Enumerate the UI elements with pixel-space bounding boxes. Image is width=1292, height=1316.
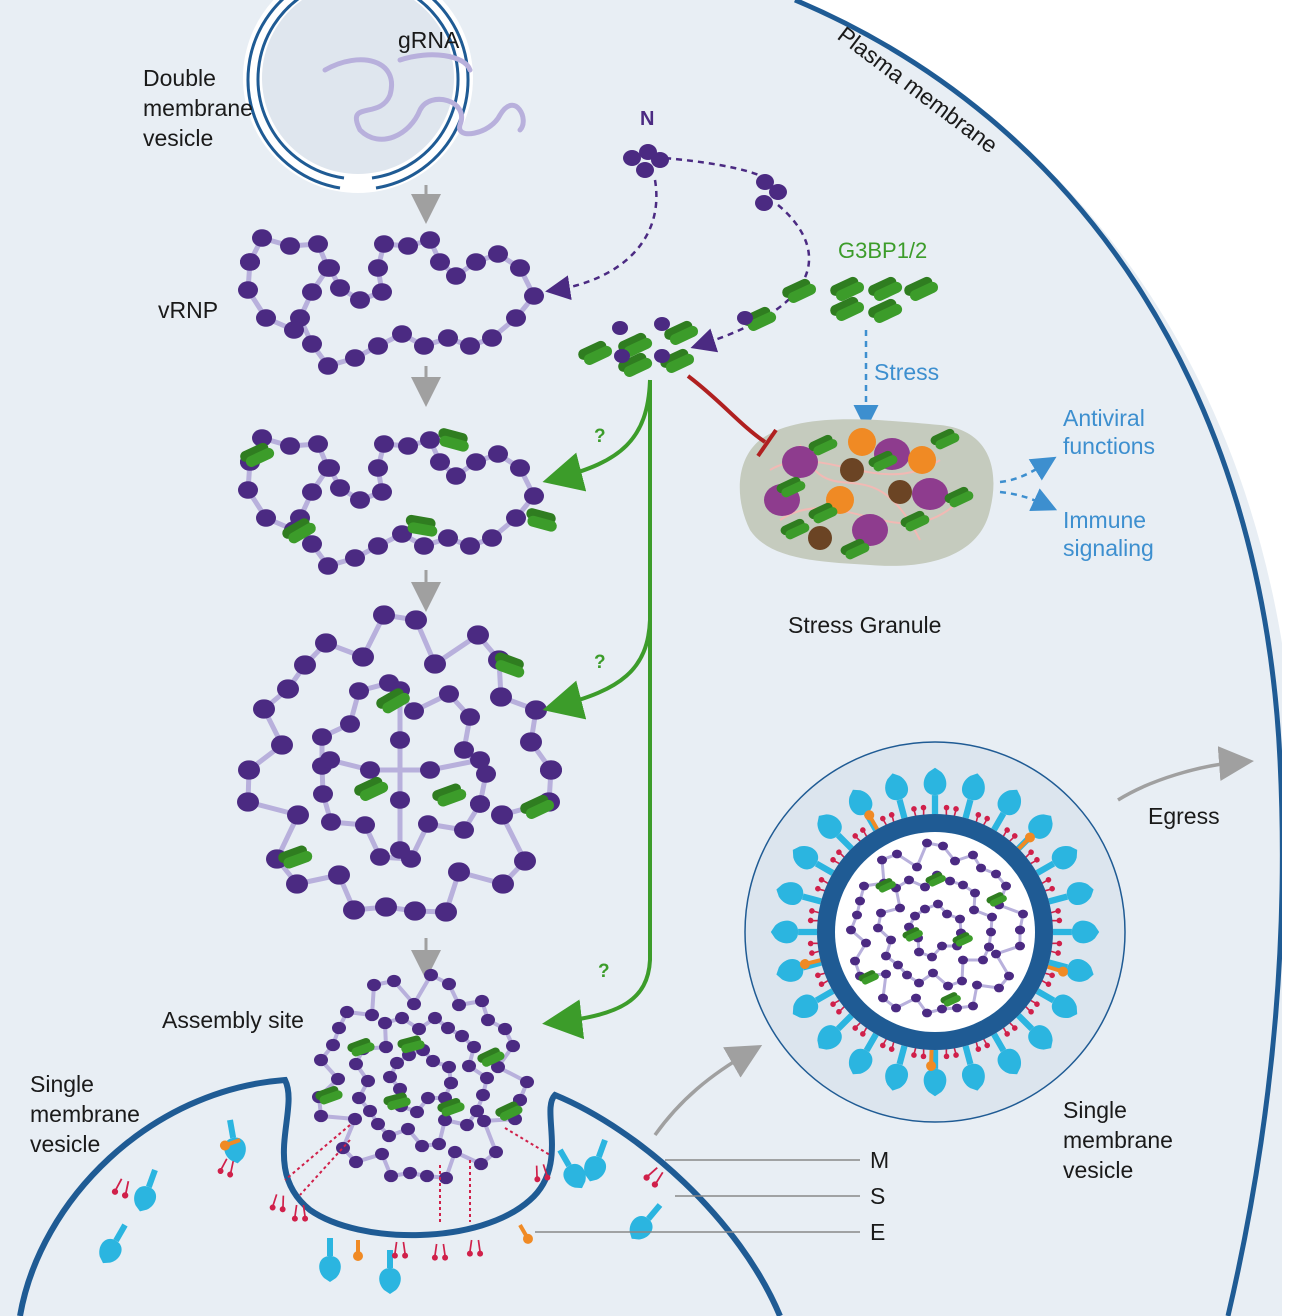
antiviral-arrow	[999, 456, 1057, 484]
smv-right-label-1: Single	[1063, 1097, 1127, 1123]
question-3: ?	[598, 961, 610, 982]
inhibition-bar	[756, 428, 778, 458]
stress-granule	[739, 419, 994, 566]
stress-granule-label: Stress Granule	[788, 612, 941, 638]
smv-left-label-2: membrane	[30, 1101, 140, 1127]
e-label: E	[870, 1219, 885, 1245]
egress-label: Egress	[1148, 803, 1220, 829]
immune-label-1: Immune	[1063, 507, 1146, 533]
n-protein-cluster	[623, 144, 787, 211]
dmv-label-3: vesicle	[143, 125, 213, 151]
g3bp-label: G3BP1/2	[838, 238, 927, 263]
n-g3bp-complex	[578, 311, 753, 377]
arrow-to-virion	[653, 1045, 763, 1137]
antiviral-label-1: Antiviral	[1063, 405, 1145, 431]
n-dashed-path-1	[664, 156, 771, 182]
smv-left-label-1: Single	[30, 1071, 94, 1097]
grna-label: gRNA	[398, 27, 460, 53]
n-label: N	[640, 108, 654, 130]
m-label: M	[870, 1147, 889, 1173]
vrnp-assembly	[312, 968, 534, 1185]
grna-strand	[322, 57, 526, 142]
vrnp-stage-2	[238, 428, 557, 575]
stress-label: Stress	[874, 359, 939, 385]
vrnp-label: vRNP	[158, 297, 218, 323]
smv-left-label-3: vesicle	[30, 1131, 100, 1157]
antiviral-label-2: functions	[1063, 433, 1155, 459]
double-membrane-vesicle	[243, 0, 526, 193]
inhibition-arrow	[686, 374, 767, 444]
legend-leader-lines	[535, 1159, 860, 1233]
n-dashed-arrow-to-vrnp	[545, 179, 658, 301]
dmv-label-2: membrane	[143, 95, 253, 121]
vrnp-stage-3	[237, 605, 562, 922]
immune-arrow	[999, 488, 1058, 512]
smv-right-label-2: membrane	[1063, 1127, 1173, 1153]
dmv-label-1: Double	[143, 65, 216, 91]
single-membrane-vesicle-left	[17, 1076, 783, 1316]
question-2: ?	[594, 652, 606, 673]
vrnp-stage-1	[238, 229, 544, 375]
question-1: ?	[594, 426, 606, 447]
egress-arrow	[1117, 746, 1254, 802]
immune-label-2: signaling	[1063, 535, 1154, 561]
virion-vesicle	[744, 741, 1126, 1123]
assembly-site-label: Assembly site	[162, 1007, 304, 1033]
green-branch-arrows	[542, 379, 652, 1040]
smv-right-label-3: vesicle	[1063, 1157, 1133, 1183]
s-label: S	[870, 1183, 885, 1209]
m-protein-tethers	[284, 1124, 551, 1225]
plasma-membrane	[794, 0, 1285, 1316]
